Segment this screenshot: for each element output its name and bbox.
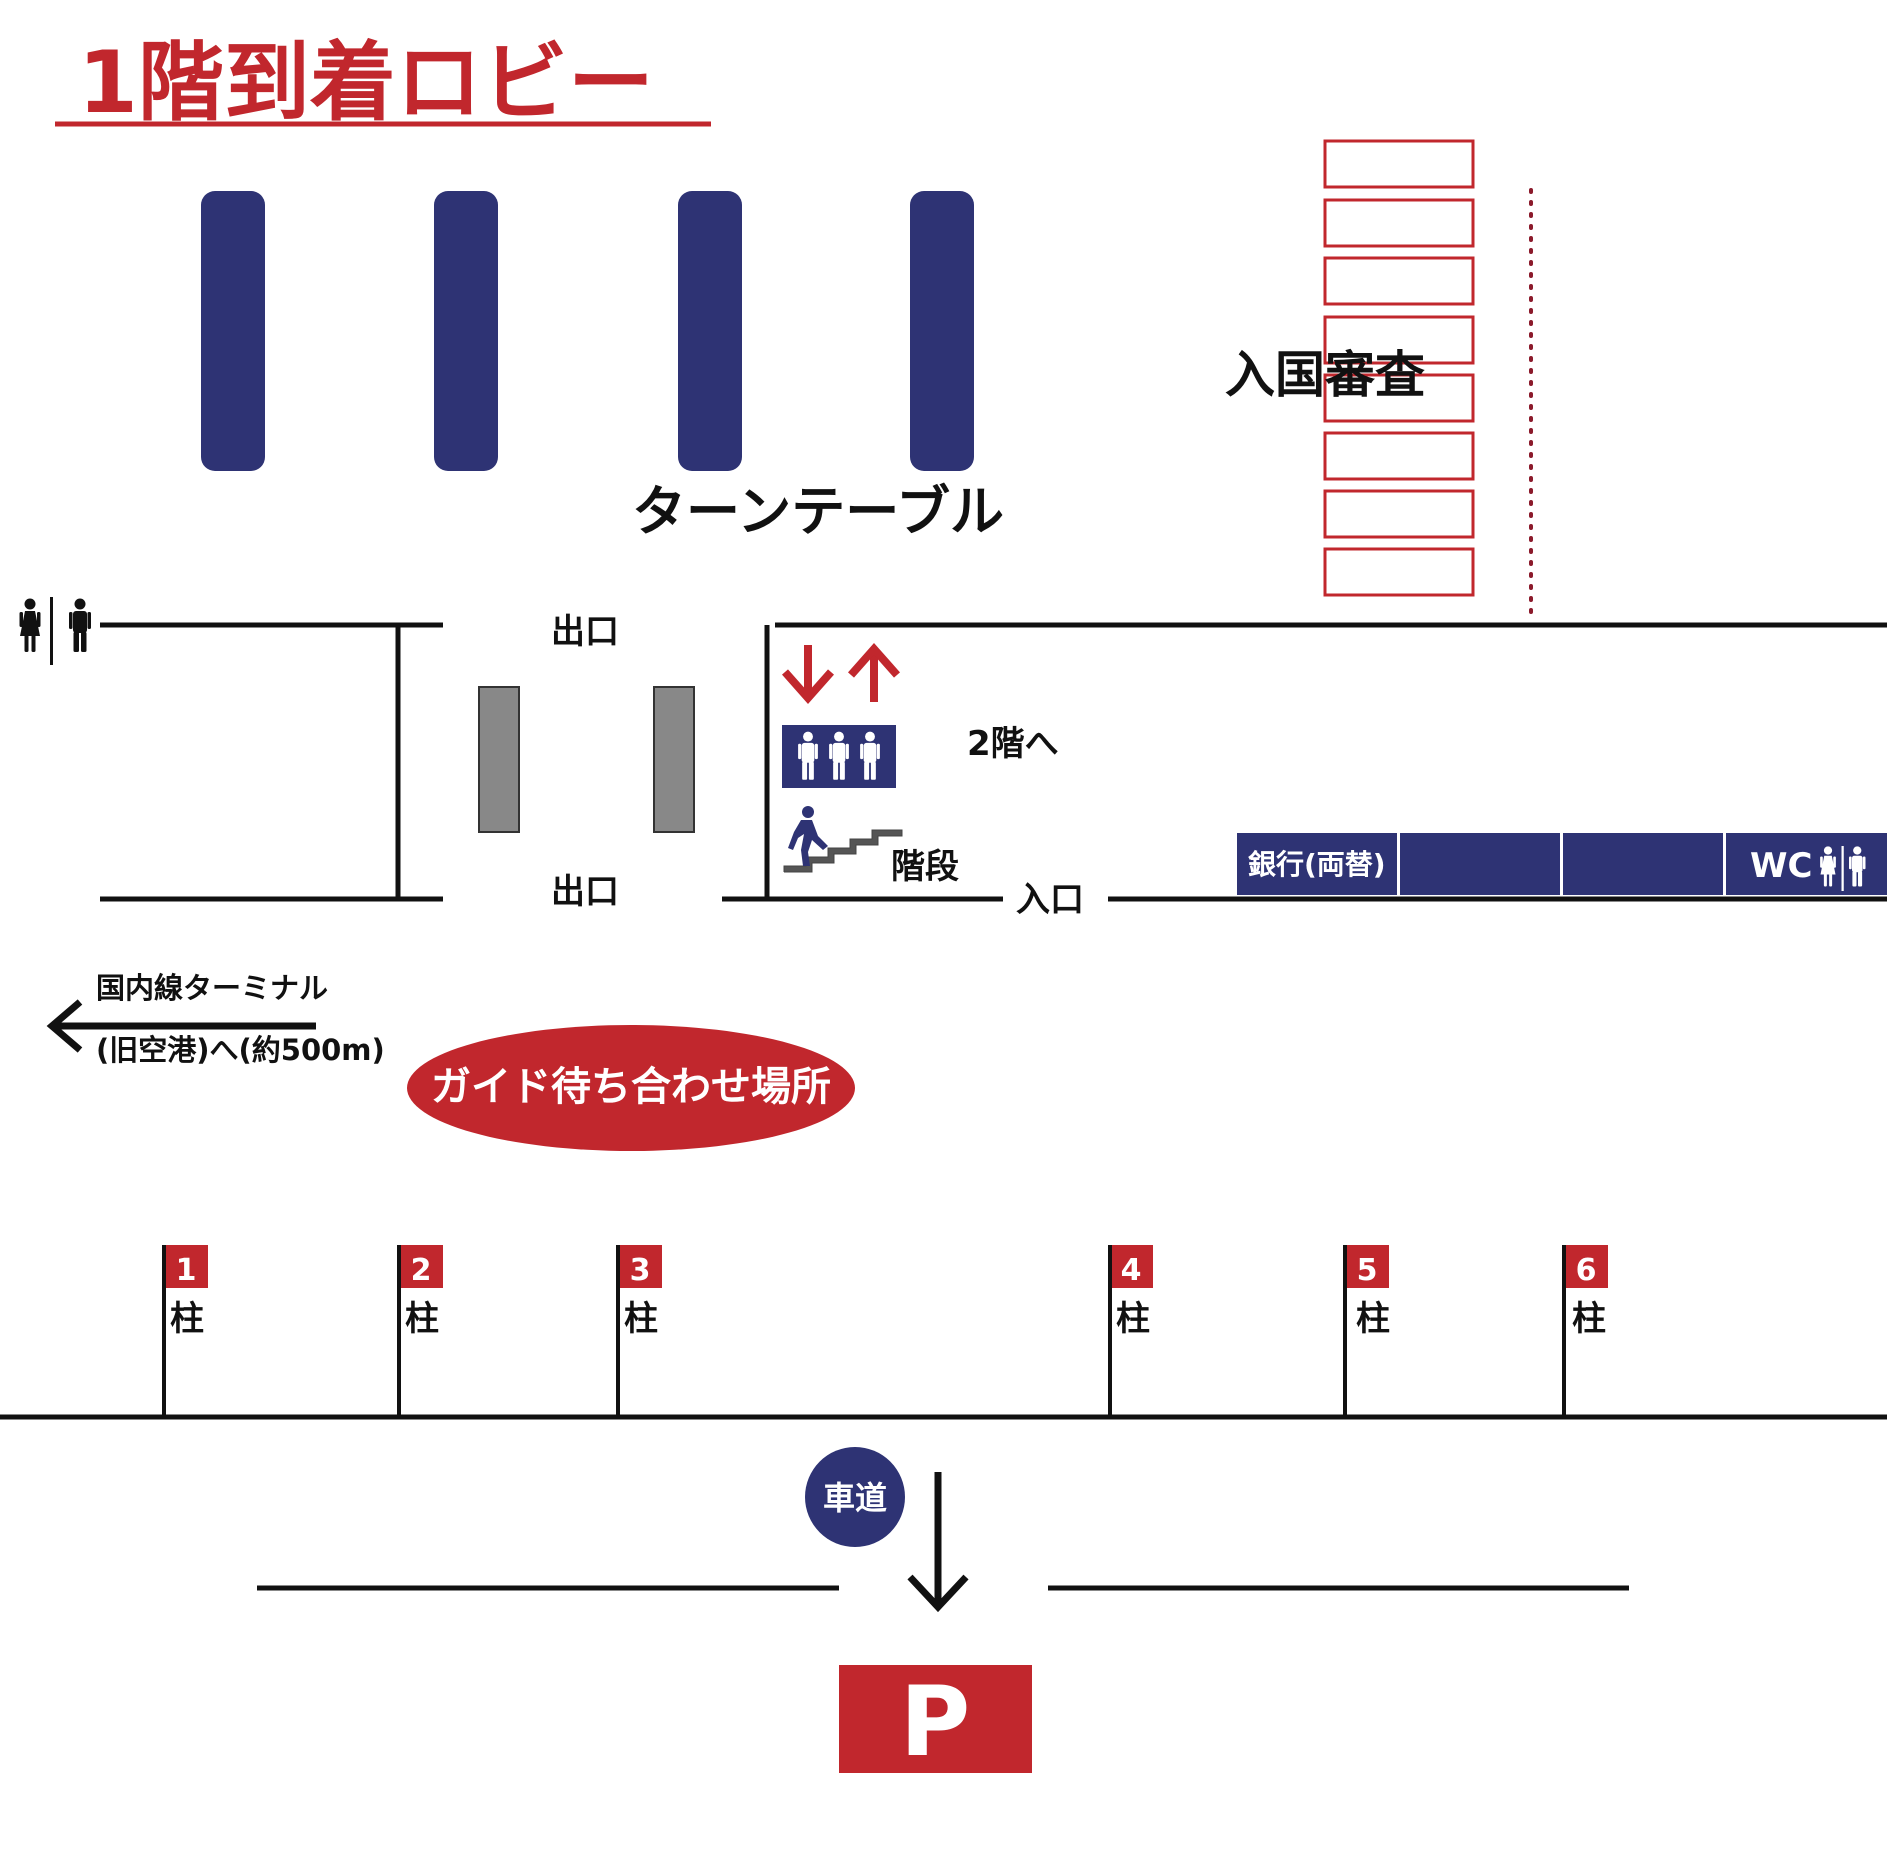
elevator-icon bbox=[782, 725, 896, 788]
guide-meeting-label: ガイド待ち合わせ場所 bbox=[431, 1064, 831, 1110]
pillar-number: 1 bbox=[176, 1253, 197, 1288]
arrow-up-icon bbox=[848, 642, 900, 702]
pillar-4: 4 柱 bbox=[1108, 1245, 1153, 1418]
pillar-number: 6 bbox=[1576, 1253, 1597, 1288]
stairs-label: 階段 bbox=[891, 847, 959, 887]
bank-counter bbox=[1400, 833, 1560, 895]
pillar-5: 5 柱 bbox=[1343, 1245, 1390, 1418]
pillar-6: 6 柱 bbox=[1562, 1245, 1608, 1418]
turntable-3 bbox=[678, 191, 742, 471]
domestic-terminal-line2: (旧空港)へ(約500m) bbox=[96, 1033, 385, 1067]
restroom-icon bbox=[1820, 846, 1866, 891]
exit-top-label: 出口 bbox=[551, 612, 619, 652]
arrow-left-icon bbox=[46, 999, 316, 1053]
pillar-2: 2 柱 bbox=[397, 1245, 443, 1418]
exit-bottom-label: 出口 bbox=[551, 872, 619, 912]
parking-label: P bbox=[900, 1666, 970, 1778]
roadway-badge bbox=[805, 1447, 905, 1547]
pillar-number: 2 bbox=[411, 1253, 432, 1288]
pillar-number: 5 bbox=[1357, 1253, 1378, 1288]
arrow-down-icon bbox=[782, 645, 834, 705]
pillar-3: 3 柱 bbox=[616, 1245, 662, 1418]
immigration-booth bbox=[1323, 373, 1475, 423]
immigration-booth bbox=[1323, 547, 1475, 597]
immigration-booth bbox=[1323, 256, 1475, 306]
arrow-down-icon bbox=[907, 1472, 969, 1613]
pillar-label: 柱 bbox=[1356, 1299, 1390, 1339]
turntable-4 bbox=[910, 191, 974, 471]
stairs-icon bbox=[783, 806, 903, 873]
immigration-booth bbox=[1323, 489, 1475, 539]
pillar-label: 柱 bbox=[405, 1299, 439, 1339]
pillar-number: 4 bbox=[1121, 1253, 1142, 1288]
bank-counter bbox=[1563, 833, 1723, 895]
turntables bbox=[201, 191, 974, 471]
guide-meeting-point bbox=[407, 1025, 855, 1151]
pillar-label: 柱 bbox=[1116, 1299, 1150, 1339]
corridor-walls bbox=[100, 622, 1887, 902]
pillar-number: 3 bbox=[630, 1253, 651, 1288]
pillar-1: 1 柱 bbox=[162, 1245, 208, 1418]
entrance-label: 入口 bbox=[1016, 880, 1084, 920]
pillar-label: 柱 bbox=[170, 1299, 204, 1339]
turntable-2 bbox=[434, 191, 498, 471]
immigration-booth bbox=[1323, 431, 1475, 481]
wc-label: WC bbox=[1750, 846, 1812, 886]
immigration-label: 入国審査 bbox=[1225, 346, 1425, 404]
pillar-label: 柱 bbox=[1572, 1299, 1606, 1339]
bank-label: 銀行(両替) bbox=[1248, 848, 1386, 881]
restroom-icon bbox=[19, 597, 91, 665]
pillar-label: 柱 bbox=[624, 1299, 658, 1339]
exit-door-left bbox=[478, 686, 520, 833]
turntable-label: ターンテーブル bbox=[632, 480, 1004, 543]
immigration-booth bbox=[1323, 315, 1475, 365]
bank-counter bbox=[1237, 833, 1397, 895]
turntable-1 bbox=[201, 191, 265, 471]
exit-door-right bbox=[653, 686, 695, 833]
immigration-booth bbox=[1323, 139, 1475, 189]
to-second-floor-label: 2階へ bbox=[967, 724, 1059, 764]
roadway-label: 車道 bbox=[823, 1479, 887, 1517]
page-title: 1階到着ロビー bbox=[78, 33, 654, 133]
immigration-booth bbox=[1323, 198, 1475, 248]
parking-sign bbox=[839, 1665, 1032, 1773]
immigration-booths bbox=[1323, 139, 1475, 597]
domestic-terminal-line1: 国内線ターミナル bbox=[96, 971, 328, 1005]
